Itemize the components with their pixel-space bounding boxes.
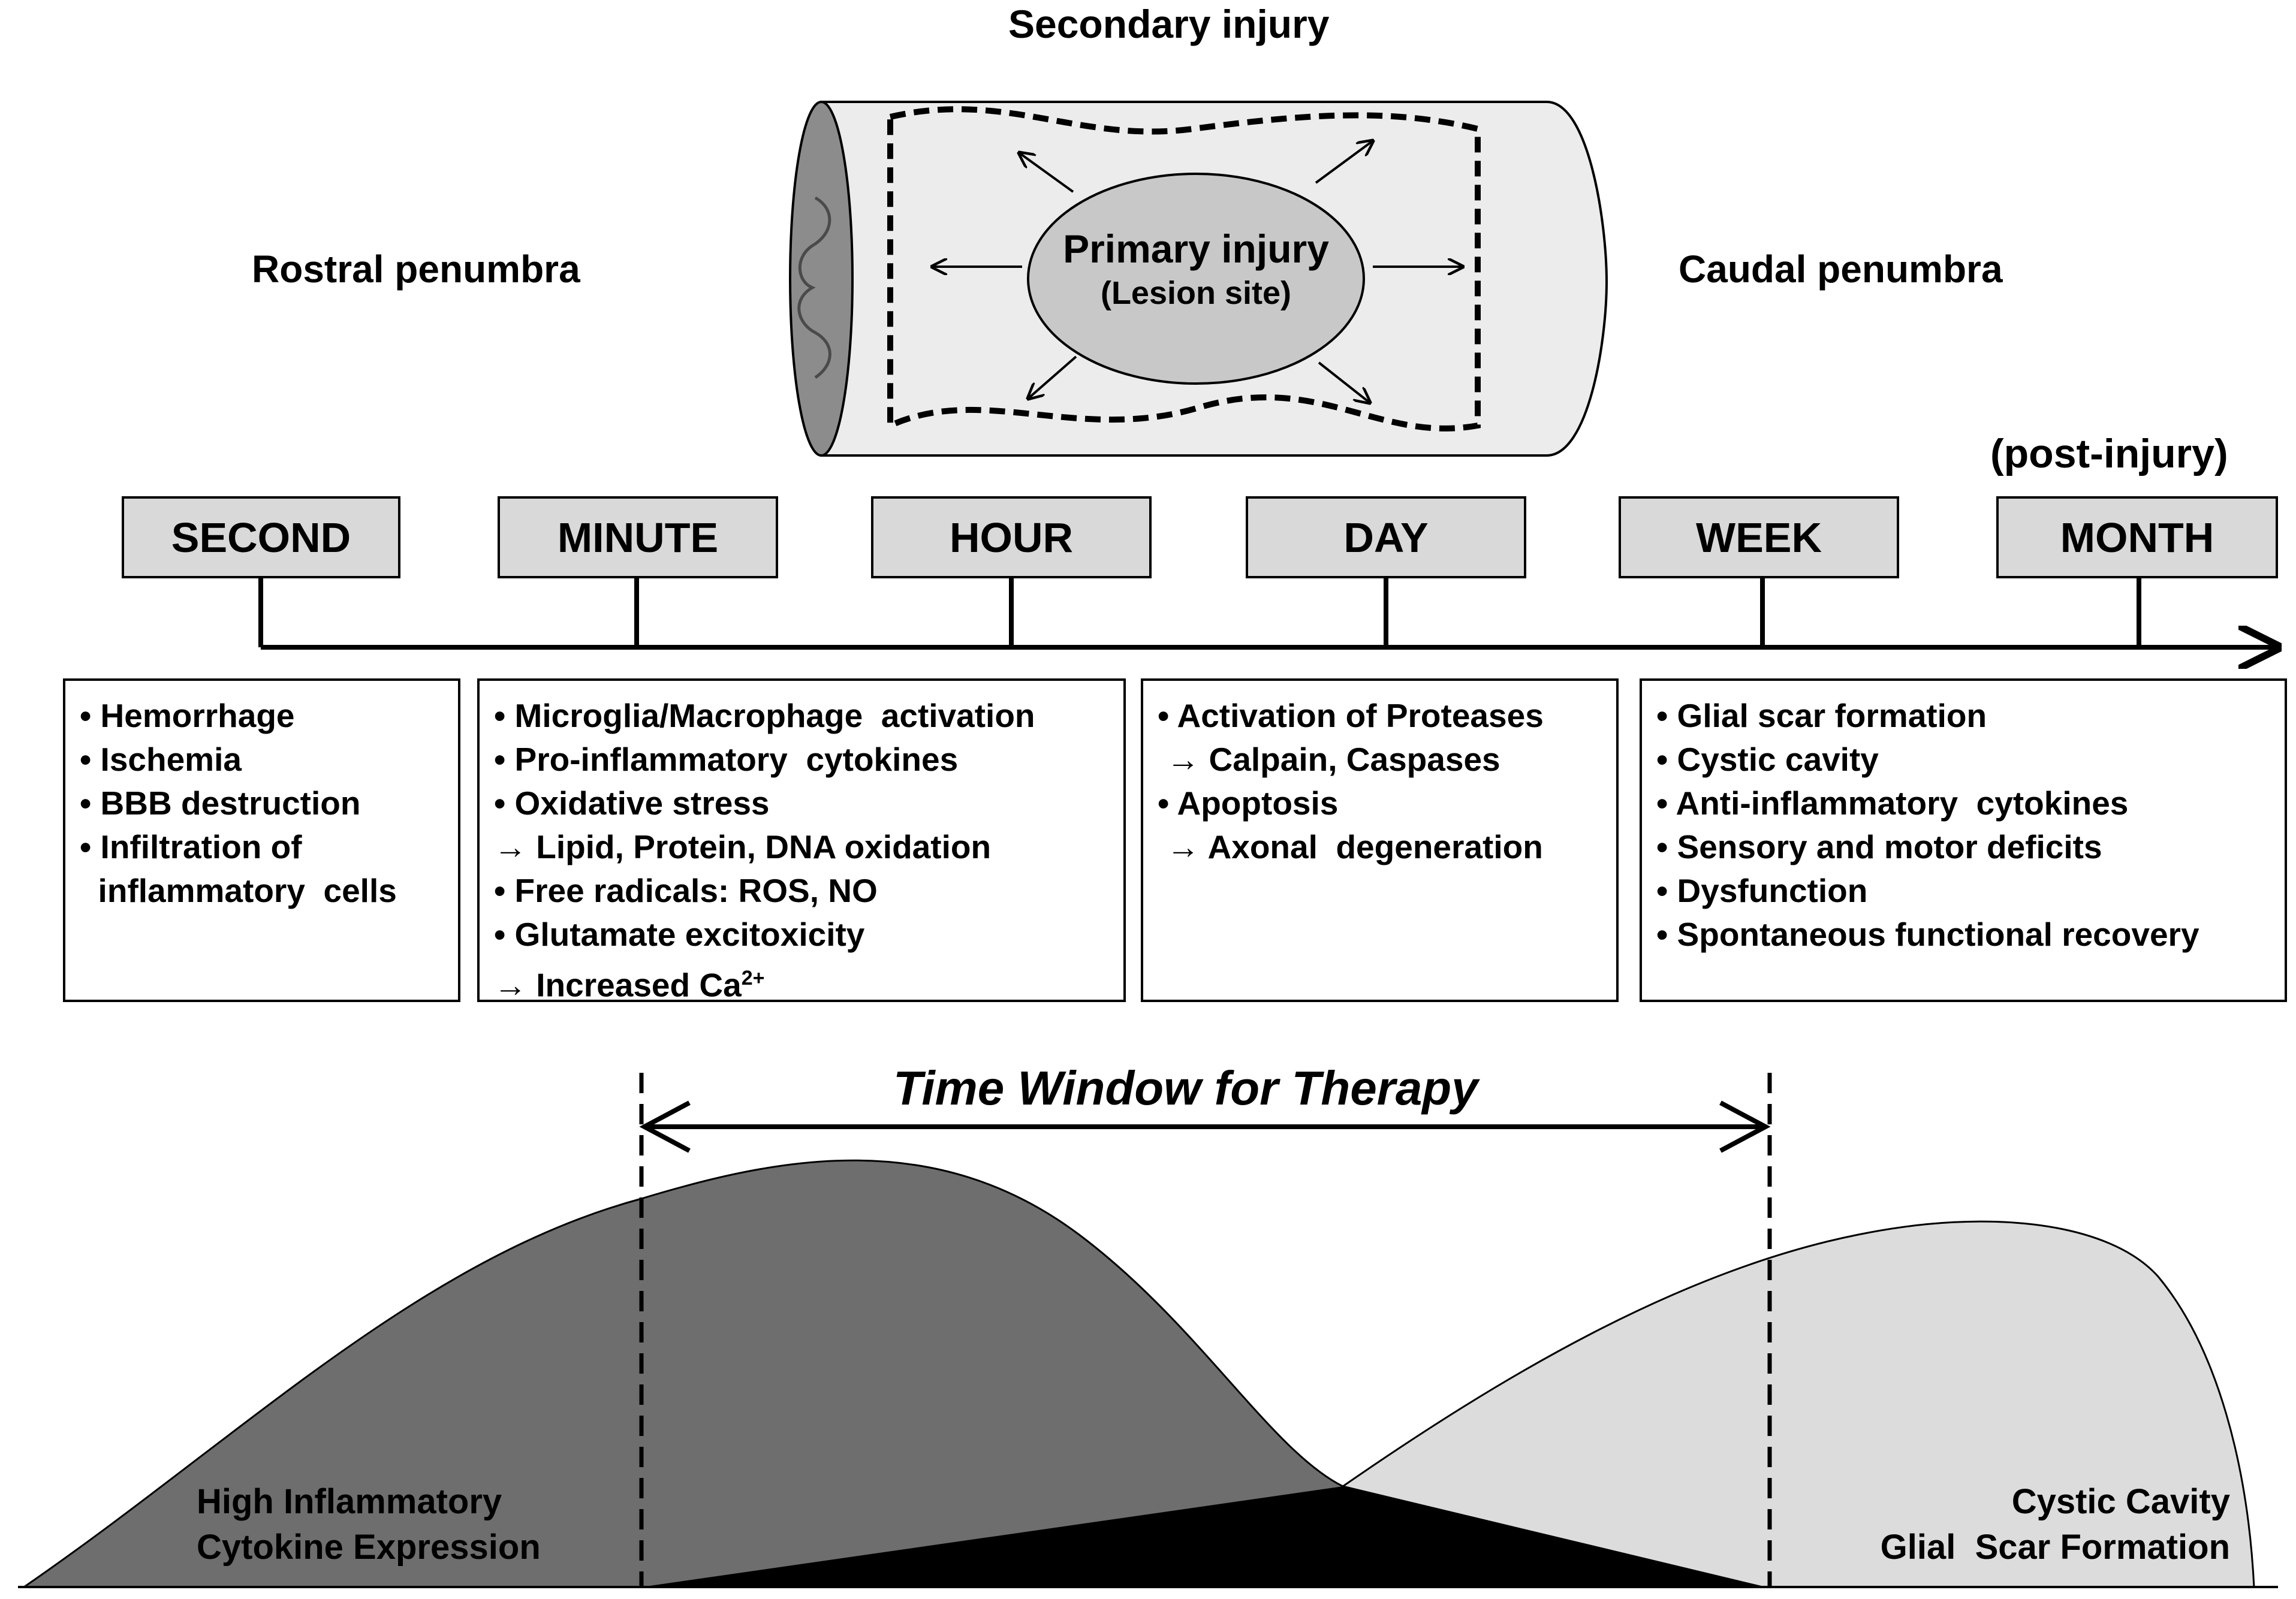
timeline-axis	[258, 578, 2278, 647]
therapy-arrow-right-head	[1719, 1100, 1771, 1153]
inflammatory-label-line1: High Inflammatory	[197, 1482, 502, 1521]
event-item: • BBB destruction	[80, 785, 361, 822]
event-item: → Axonal degeneration	[1158, 828, 1543, 865]
event-item: • Oxidative stress	[494, 785, 770, 822]
gray-matter-shape	[797, 196, 831, 379]
scar-label-line2: Glial Scar Formation	[1880, 1528, 2230, 1567]
primary-injury-text: Primary injury (Lesion site)	[1028, 225, 1364, 313]
primary-injury-label: Primary injury	[1063, 227, 1329, 271]
rostral-penumbra-label: Rostral penumbra	[252, 248, 580, 291]
event-item: • Apoptosis	[1158, 785, 1339, 822]
event-item: → Increased Ca2+	[494, 957, 1109, 1007]
event-item: • Activation of Proteases	[1158, 697, 1544, 734]
event-item: • Glutamate excitoxicity	[494, 916, 865, 953]
event-item: • Free radicals: ROS, NO	[494, 872, 878, 909]
event-item: • Spontaneous functional recovery	[1656, 916, 2199, 953]
arrow-down-right-icon	[1318, 361, 1370, 403]
spread-arrows	[932, 141, 1463, 403]
timeline-hour-box: HOUR	[871, 496, 1152, 578]
event-item: → Calpain, Caspases	[1158, 741, 1500, 778]
timeline-day-box: DAY	[1246, 496, 1526, 578]
event-item: → Lipid, Protein, DNA oxidation	[494, 828, 992, 865]
secondary-injury-label: Secondary injury	[1008, 2, 1330, 46]
secondary-injury-region	[887, 106, 1481, 432]
inflammatory-curve-label: High Inflammatory Cytokine Expression	[197, 1479, 541, 1570]
lesion-site-label: (Lesion site)	[1100, 275, 1292, 311]
cord-cross-section	[789, 101, 854, 457]
calcium-text: → Increased Ca	[494, 966, 742, 1004]
event-item: • Hemorrhage	[80, 697, 295, 734]
event-item: • Sensory and motor deficits	[1656, 828, 2102, 865]
timeline-week-box: WEEK	[1619, 496, 1899, 578]
events-minutes-hours-box: • Microglia/Macrophage activation • Pro-…	[477, 678, 1126, 1003]
event-item: • Cystic cavity	[1656, 741, 1879, 778]
therapy-window	[639, 1073, 1772, 1587]
event-item: • Infiltration of	[80, 828, 302, 865]
event-item: • Anti-inflammatory cytokines	[1656, 785, 2129, 822]
event-item: • Pro-inflammatory cytokines	[494, 741, 959, 778]
therapy-arrow-left-head	[639, 1100, 691, 1153]
event-item: • Dysfunction	[1656, 872, 1868, 909]
calcium-superscript: 2+	[741, 967, 765, 989]
overlap-region	[641, 1486, 1762, 1587]
events-weeks-months-box: • Glial scar formation • Cystic cavity •…	[1640, 678, 2287, 1002]
timeline-second-box: SECOND	[122, 496, 400, 578]
event-item: inflammatory cells	[80, 872, 397, 909]
primary-injury-lesion	[1027, 173, 1365, 385]
arrow-up-left-icon	[1019, 153, 1074, 193]
events-seconds-box: • Hemorrhage • Ischemia • BBB destructio…	[63, 678, 460, 1002]
event-item: • Ischemia	[80, 741, 242, 778]
arrow-up-right-icon	[1315, 141, 1373, 184]
scar-curve-label: Cystic Cavity Glial Scar Formation	[1881, 1479, 2230, 1570]
event-item: • Microglia/Macrophage activation	[494, 697, 1035, 734]
events-days-box: • Activation of Proteases → Calpain, Cas…	[1141, 678, 1619, 1002]
timeline-month-box: MONTH	[1996, 496, 2278, 578]
event-item: • Glial scar formation	[1656, 697, 1987, 734]
scar-label-line1: Cystic Cavity	[2011, 1482, 2230, 1521]
post-injury-label: (post-injury)	[1990, 431, 2228, 476]
timeline-minute-box: MINUTE	[498, 496, 778, 578]
caudal-penumbra-label: Caudal penumbra	[1679, 248, 2003, 291]
inflammatory-label-line2: Cytokine Expression	[197, 1528, 541, 1567]
scar-curve	[1340, 1220, 2255, 1588]
arrow-down-left-icon	[1028, 355, 1077, 399]
therapy-window-label: Time Window for Therapy	[893, 1061, 1478, 1115]
inflammatory-curve	[21, 1159, 1763, 1588]
